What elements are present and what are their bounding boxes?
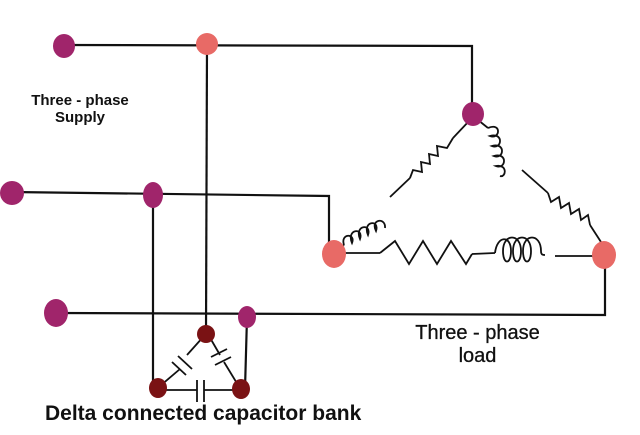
load-wire-left-b bbox=[389, 177, 411, 198]
load-node-top[interactable] bbox=[462, 102, 484, 126]
capacitor-node-left[interactable] bbox=[149, 378, 167, 398]
load-delta bbox=[333, 119, 602, 266]
load-wire-bottom-b bbox=[471, 252, 496, 255]
phase-3-drop-wire bbox=[243, 315, 249, 391]
cap-right-plate-1 bbox=[210, 348, 228, 358]
supply-terminal-3[interactable] bbox=[44, 299, 68, 327]
supply-label: Three - phase Supply bbox=[10, 92, 150, 127]
load-inductor-left bbox=[342, 219, 386, 246]
load-wire-right-c bbox=[589, 224, 602, 243]
load-node-left[interactable] bbox=[322, 240, 346, 268]
cap-left-plate-2 bbox=[171, 361, 187, 376]
capacitor-node-top[interactable] bbox=[197, 325, 215, 343]
load-resistor-bottom bbox=[379, 239, 473, 266]
load-inductor-bottom bbox=[494, 236, 546, 263]
load-wire-right-b bbox=[521, 169, 549, 194]
cap-left-plate-1 bbox=[177, 355, 193, 370]
capacitor-bank bbox=[159, 335, 240, 402]
phase-1-drop-wire bbox=[204, 43, 209, 335]
supply-terminal-1[interactable] bbox=[53, 34, 75, 58]
load-label: Three - phase load bbox=[395, 322, 560, 368]
supply-terminal-2[interactable] bbox=[0, 181, 24, 205]
load-resistor-right bbox=[547, 192, 591, 226]
cap-right-plate-2 bbox=[214, 356, 232, 366]
junction-phase-3[interactable] bbox=[238, 306, 256, 328]
supply-label-line2: Supply bbox=[54, 109, 105, 127]
junction-phase-2[interactable] bbox=[143, 182, 163, 208]
load-inductor-right bbox=[487, 125, 506, 177]
load-resistor-left bbox=[409, 137, 454, 179]
phase-2-wire bbox=[10, 190, 331, 257]
load-node-right[interactable] bbox=[592, 241, 616, 269]
load-label-line1: Three - phase bbox=[415, 322, 540, 344]
junction-phase-1[interactable] bbox=[196, 33, 218, 55]
supply-label-line1: Three - phase bbox=[31, 92, 129, 109]
capacitor-bank-label: Delta connected capacitor bank bbox=[45, 402, 362, 425]
nodes bbox=[0, 33, 616, 399]
load-label-line2: load bbox=[458, 345, 497, 367]
capacitor-node-right[interactable] bbox=[232, 379, 250, 399]
